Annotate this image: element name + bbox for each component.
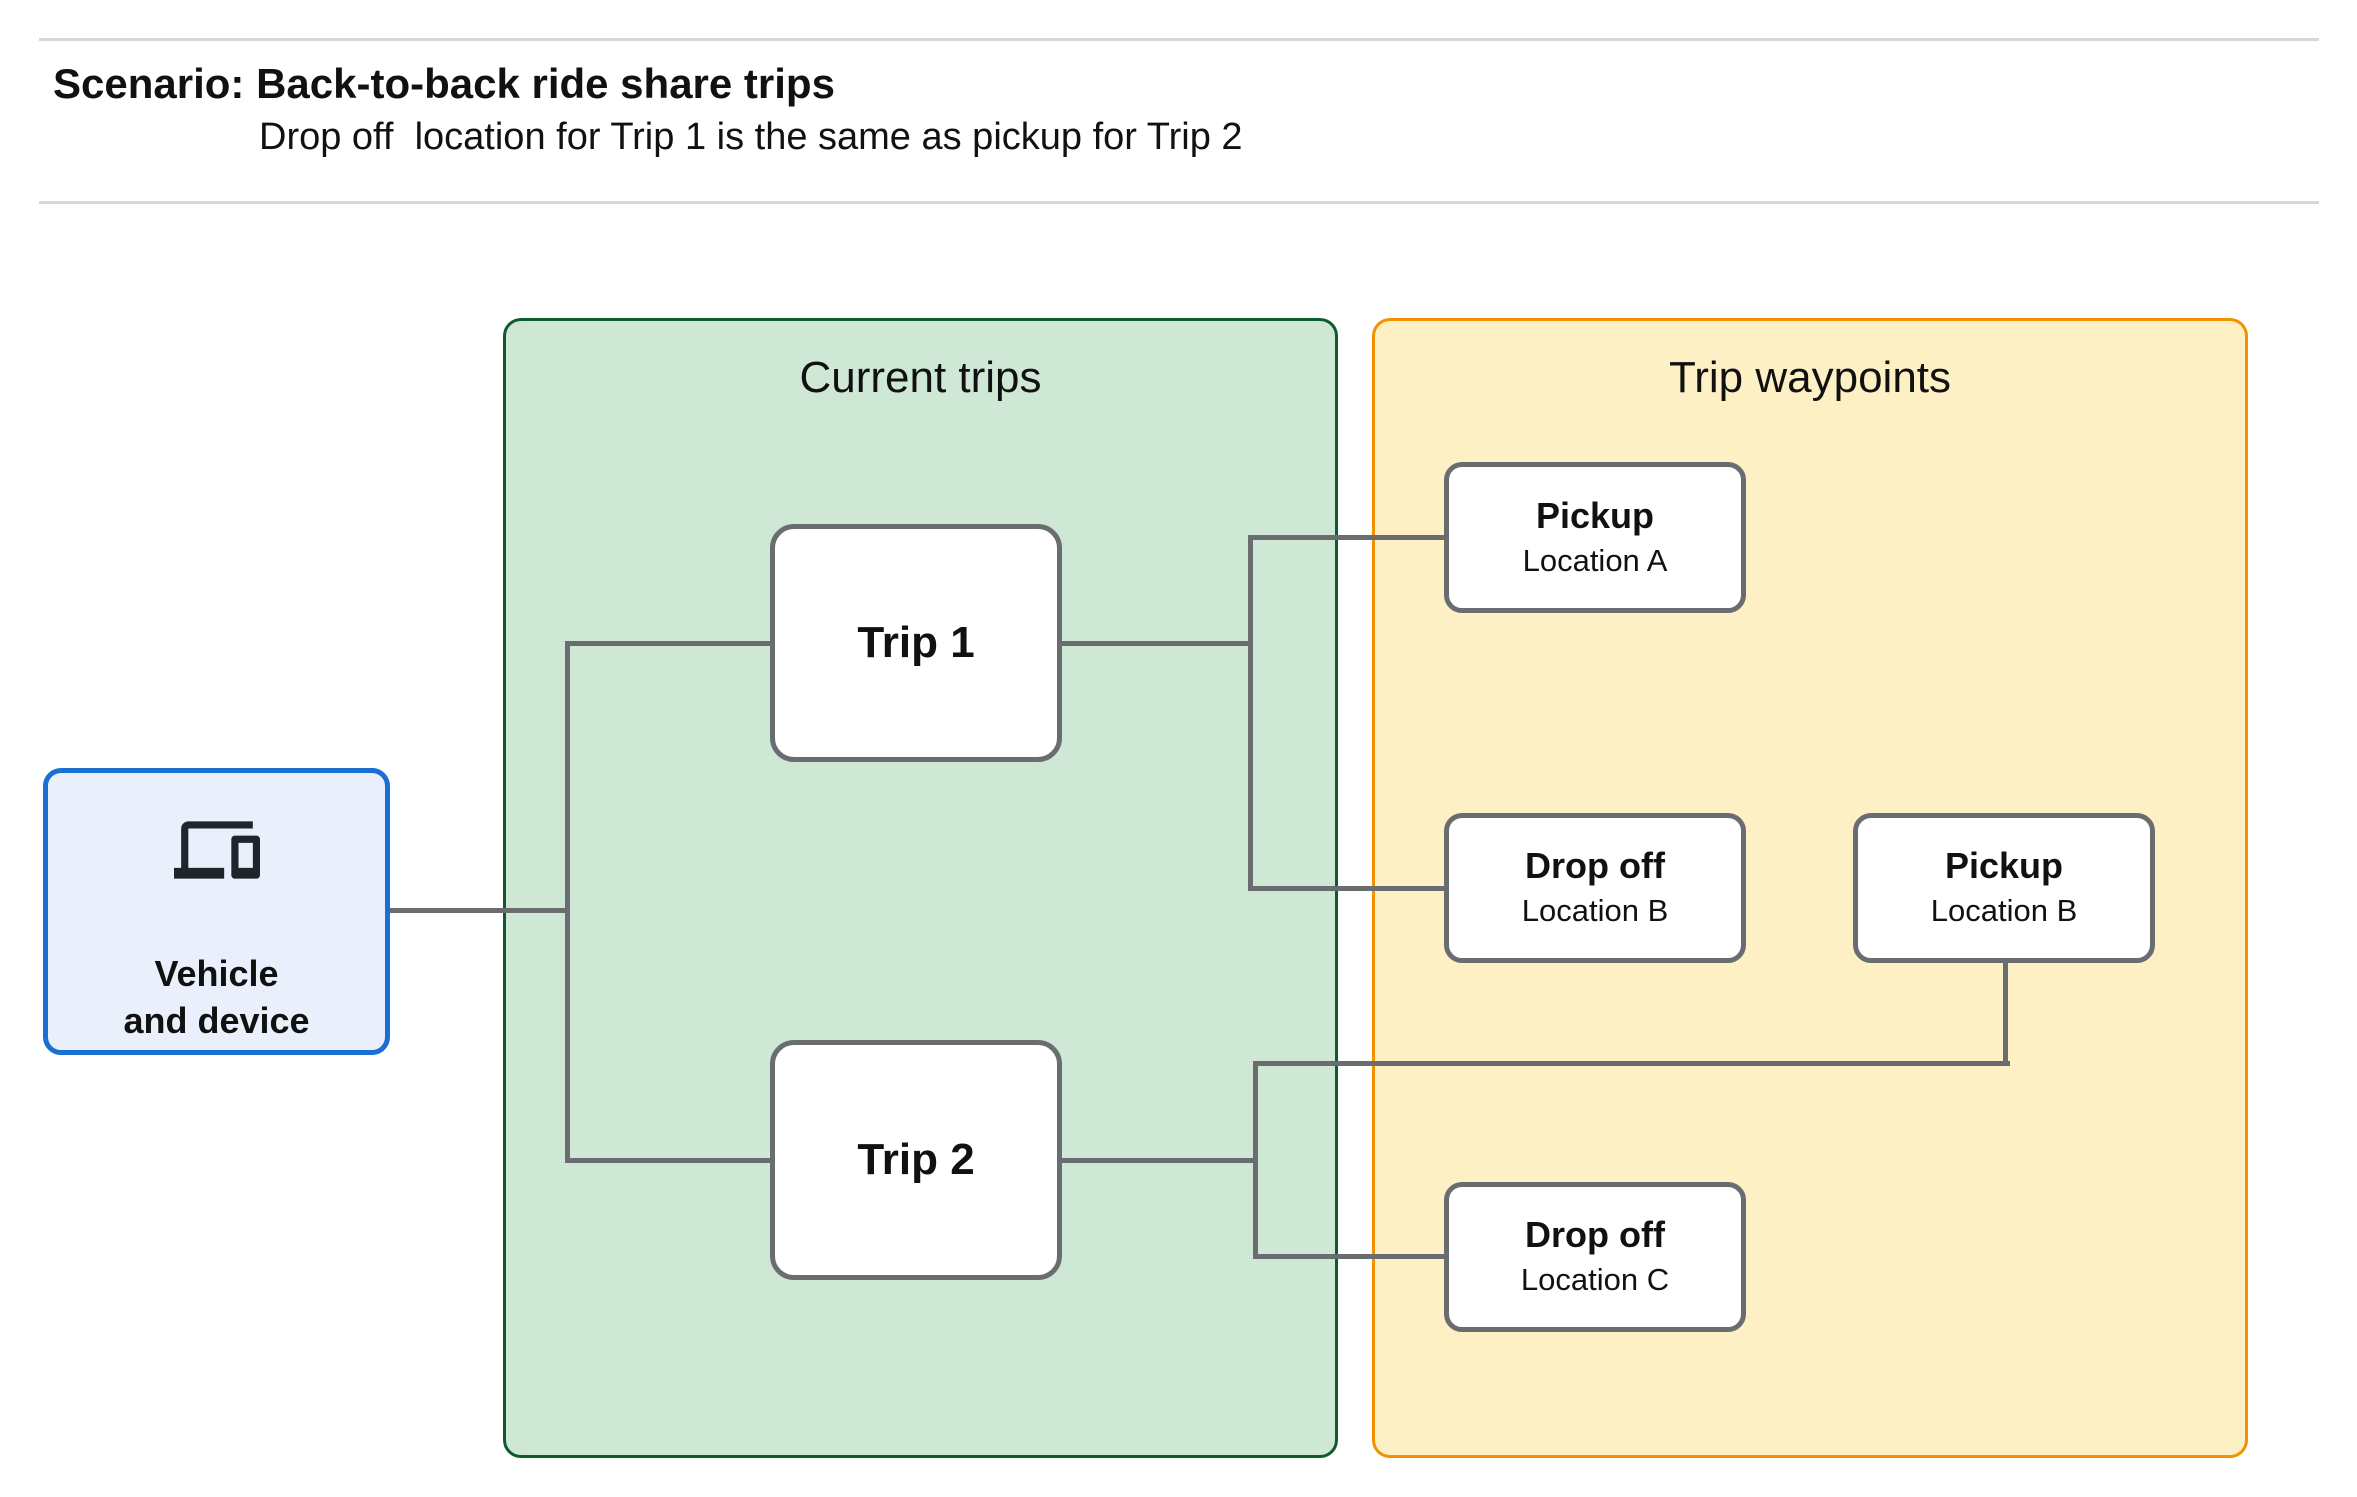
- waypoint-subtitle: Location A: [1522, 542, 1668, 578]
- waypoint-title: Pickup: [1944, 845, 2064, 887]
- page-subtitle: Drop off location for Trip 1 is the same…: [259, 116, 1243, 158]
- connector-trip2-trunk: [1253, 1061, 1258, 1259]
- vehicle-node: Vehicle and device: [43, 768, 390, 1055]
- waypoint-subtitle: Location B: [1930, 893, 2078, 929]
- top-divider: [39, 38, 2319, 41]
- vehicle-label-line2: and device: [123, 999, 310, 1041]
- connector-trip2-to-dropoff-c: [1253, 1254, 1449, 1259]
- connector-trip2-to-pickup-b-horizontal: [1253, 1061, 2010, 1066]
- connector-branch-to-trip2: [565, 1158, 773, 1163]
- connector-pickup-b-drop: [2003, 961, 2008, 1066]
- connector-branch-to-trip1: [565, 641, 773, 646]
- waypoint-title: Pickup: [1535, 494, 1655, 536]
- group-trip-waypoints-title: Trip waypoints: [1668, 353, 1952, 402]
- connector-trip1-to-pickup-a: [1248, 535, 1446, 540]
- connector-trip2-out: [1062, 1158, 1258, 1163]
- page-title: Scenario: Back-to-back ride share trips: [53, 60, 835, 107]
- connector-trip1-to-dropoff-b: [1248, 886, 1446, 891]
- connector-trip1-out: [1062, 641, 1252, 646]
- connector-vehicle-to-branch: [390, 908, 570, 913]
- vehicle-label-line1: Vehicle: [154, 953, 279, 994]
- trip-2-node: Trip 2: [770, 1040, 1062, 1280]
- devices-icon: [173, 821, 260, 879]
- connector-branch-trunk-left: [565, 641, 570, 1163]
- waypoint-pickup-location-b: Pickup Location B: [1853, 813, 2155, 963]
- waypoint-pickup-location-a: Pickup Location A: [1444, 462, 1746, 613]
- group-current-trips-title: Current trips: [799, 353, 1042, 402]
- trip-2-label: Trip 2: [857, 1135, 975, 1184]
- waypoint-dropoff-location-c: Drop off Location C: [1444, 1182, 1746, 1332]
- waypoint-subtitle: Location C: [1520, 1262, 1670, 1298]
- trip-1-label: Trip 1: [857, 618, 975, 667]
- connector-trip1-trunk: [1248, 535, 1253, 891]
- header-divider: [39, 201, 2319, 204]
- waypoint-dropoff-location-b: Drop off Location B: [1444, 813, 1746, 963]
- waypoint-subtitle: Location B: [1521, 893, 1669, 929]
- group-current-trips: Current trips: [503, 318, 1338, 1458]
- vehicle-label: Vehicle and device: [123, 951, 309, 1045]
- waypoint-title: Drop off: [1525, 1214, 1665, 1256]
- trip-1-node: Trip 1: [770, 524, 1062, 762]
- waypoint-title: Drop off: [1525, 845, 1665, 887]
